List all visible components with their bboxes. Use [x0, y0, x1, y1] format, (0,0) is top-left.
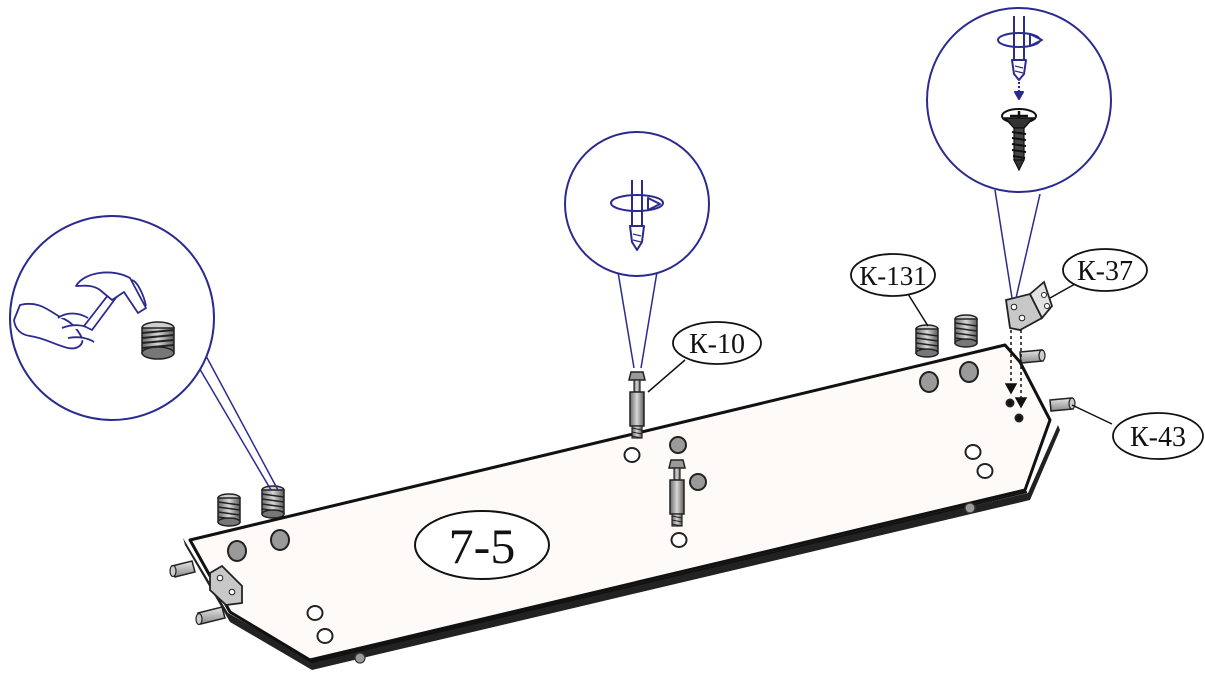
label-k37-text: К-37: [1077, 256, 1133, 287]
cam-bolt-icon: [628, 371, 646, 439]
panel-label-text: 7-5: [449, 518, 516, 574]
cam-bolt-icon: [668, 459, 686, 527]
screwdriver-rotation-icon: [997, 16, 1043, 100]
threaded-insert-icon: [954, 314, 978, 348]
screw-icon: [1001, 108, 1037, 172]
callout-hammer: [9, 215, 279, 491]
right-dowels: [1019, 349, 1076, 412]
threaded-insert-icon: [217, 493, 241, 527]
label-k37: К-37: [1049, 248, 1148, 299]
threaded-insert-icon: [261, 485, 285, 519]
callout-screwdriver-right: [926, 7, 1112, 299]
screwdriver-rotation-icon: [610, 180, 664, 251]
label-k43: К-43: [1071, 404, 1204, 460]
label-k43-text: К-43: [1130, 422, 1186, 453]
panel-label: 7-5: [414, 510, 550, 580]
label-k10-text: К-10: [689, 329, 745, 360]
angle-bracket-icon: [1004, 280, 1054, 331]
edge-hole: [354, 652, 366, 664]
hand-icon: [13, 302, 95, 350]
edge-hole: [964, 502, 976, 514]
threaded-insert-icon: [915, 324, 939, 358]
label-k10: К-10: [647, 321, 762, 393]
screw-placement-arrows: [1004, 330, 1028, 409]
panel-edge: [183, 425, 1060, 670]
panel-7-5: [183, 343, 1060, 670]
panel-holes: [227, 361, 1024, 644]
hammer-icon: [75, 271, 147, 331]
callout-screwdriver-middle: [564, 131, 710, 369]
label-k131: К-131: [850, 253, 936, 327]
left-dowels: [169, 560, 226, 626]
threaded-insert-icon: [141, 321, 175, 360]
label-k131-text: К-131: [859, 261, 927, 291]
angle-bracket-icon: [209, 564, 243, 606]
